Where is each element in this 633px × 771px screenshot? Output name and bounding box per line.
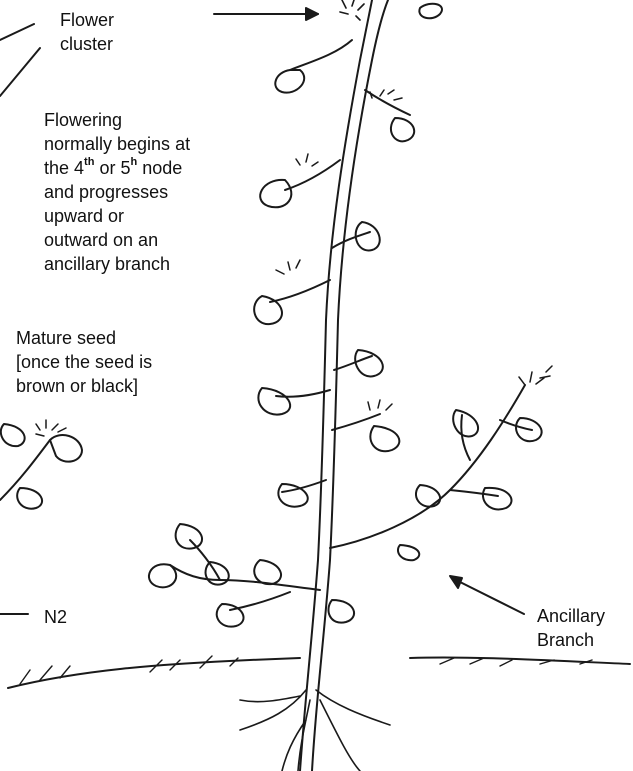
flowering-node-line: the 4th or 5h node [44, 156, 190, 180]
branch-6 [334, 356, 372, 370]
flower-2 [370, 90, 402, 100]
leaf-3 [260, 180, 291, 207]
flower-tip [340, 0, 364, 20]
seed-leaf-3 [1, 424, 25, 446]
ancillary-branch [330, 385, 525, 548]
flower-5 [276, 260, 300, 274]
flower-cluster-label: Flower cluster [60, 8, 114, 56]
leaf-6 [355, 350, 383, 377]
lower-left-branch [170, 565, 320, 590]
leaf-8 [370, 426, 399, 451]
ancillary-sub-1 [450, 490, 498, 496]
flower-8 [368, 400, 392, 410]
mature-seed-label: Mature seed [once the seed is brown or b… [16, 326, 152, 398]
leaf-l6 [328, 600, 354, 623]
leaf-a5 [398, 545, 419, 560]
branch-4 [332, 232, 370, 248]
branch-5 [270, 280, 330, 302]
lower-left-sub-2 [230, 592, 290, 610]
flower-3 [296, 154, 318, 166]
leaf-l4 [254, 560, 281, 584]
leaf-top-left [275, 70, 304, 93]
ancillary-branch-label: Ancillary Branch [537, 604, 605, 652]
n2-label: N2 [44, 605, 67, 629]
seed-leaf-1 [50, 435, 82, 462]
leaf-a1 [483, 488, 512, 510]
seed-branch [0, 440, 50, 500]
leaf-a4 [416, 485, 440, 507]
leaf-top-right [419, 4, 442, 19]
leaf-a2 [453, 410, 478, 437]
seed-head [36, 420, 66, 436]
seed-leaf-2 [17, 488, 42, 509]
leaf-2 [391, 118, 414, 141]
flower-a [519, 366, 552, 385]
leaf-7 [258, 388, 290, 415]
pointer-ancillary [452, 578, 524, 614]
branch-top [290, 40, 352, 70]
flowering-note: Flowering normally begins at the 4th or … [44, 108, 190, 301]
branch-3 [285, 160, 340, 190]
pointer-arrowhead-ancillary [450, 576, 462, 588]
pointer-arrowhead-flower [306, 8, 318, 20]
pointer-flower-left [0, 24, 40, 96]
leaf-l1 [149, 564, 176, 587]
leaf-l2 [176, 524, 202, 549]
